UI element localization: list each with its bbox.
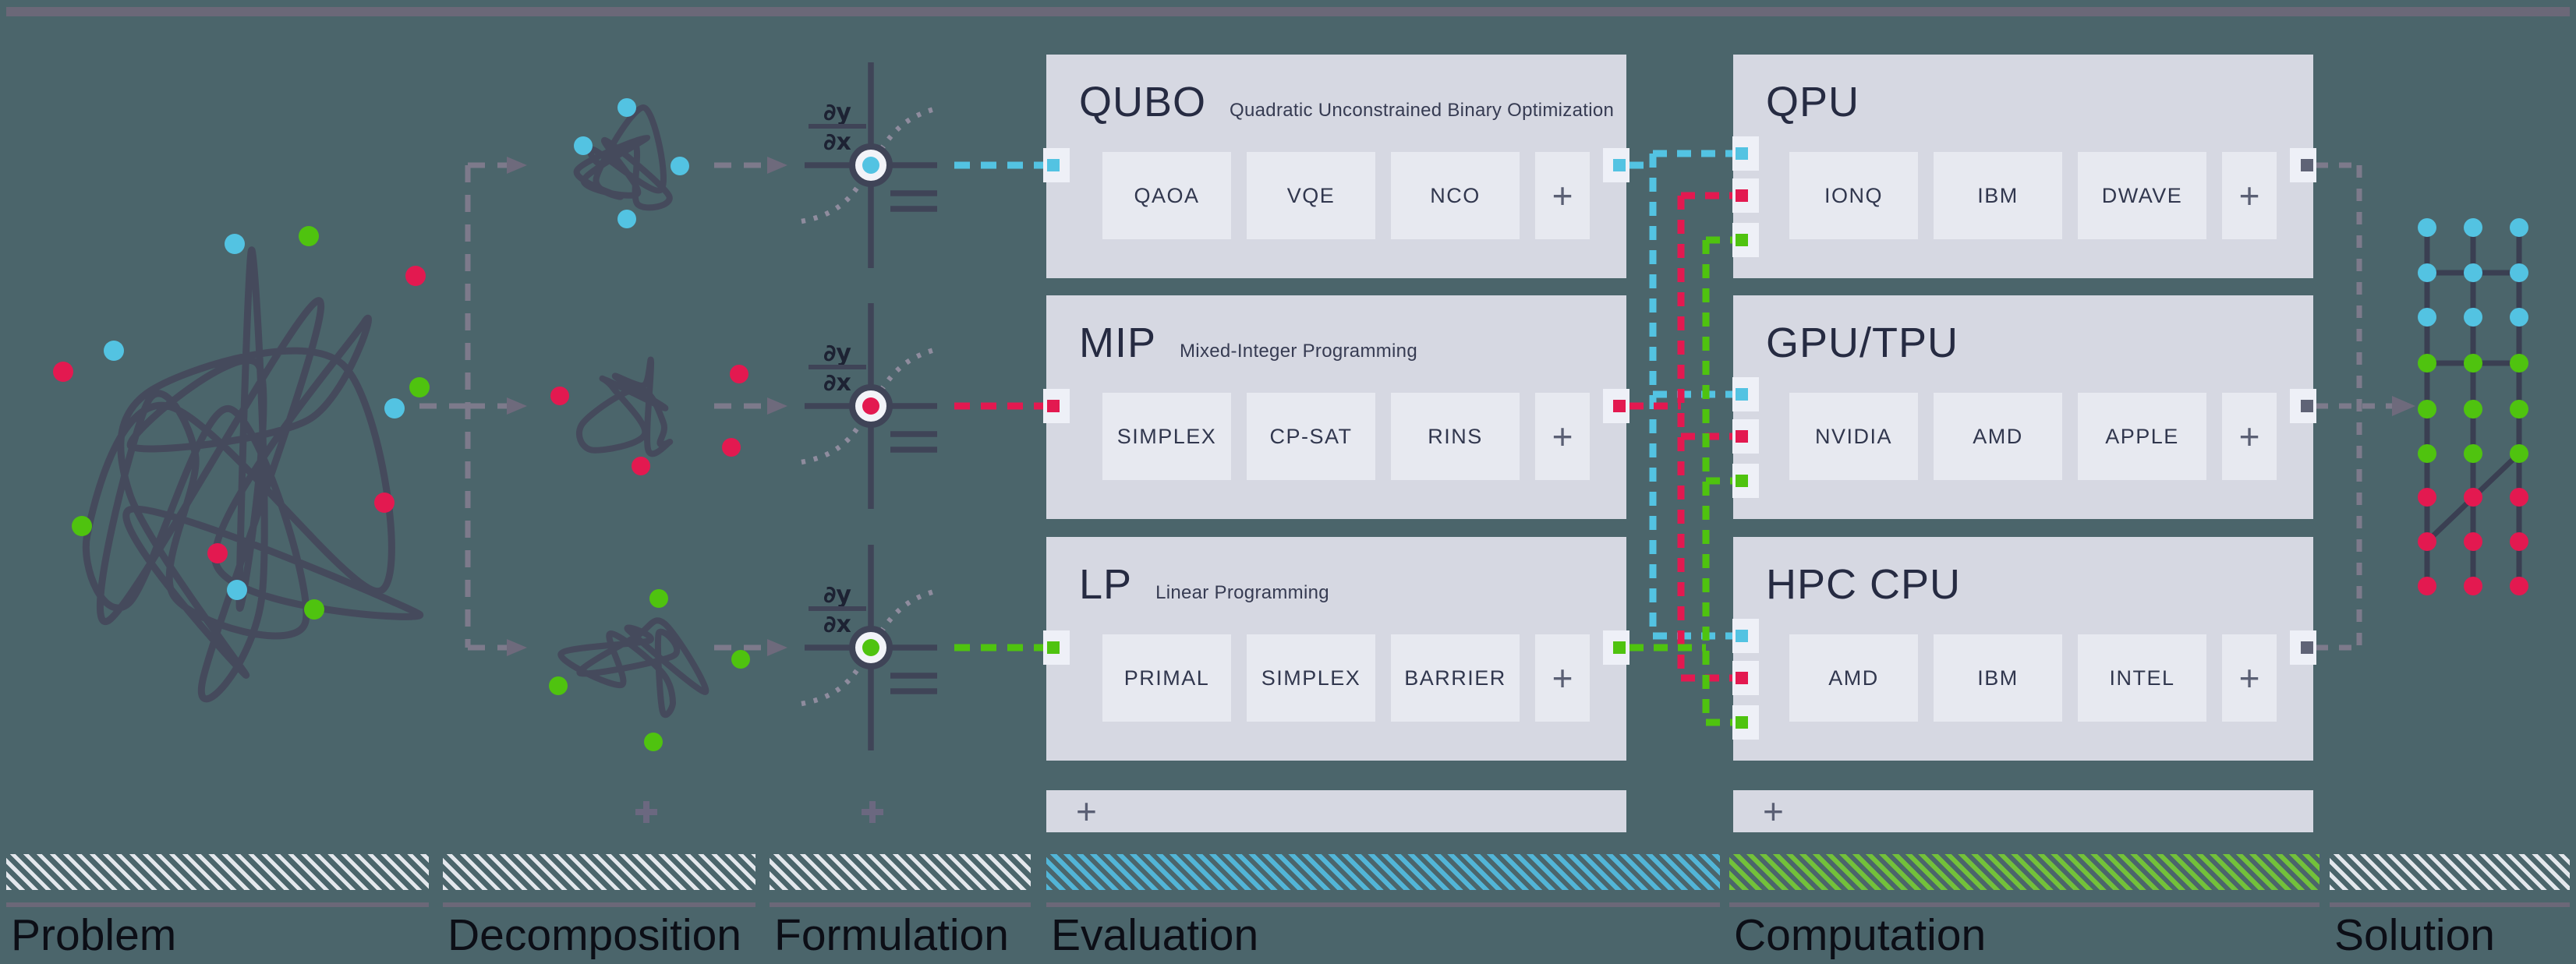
decomposition-tangles: [549, 98, 750, 751]
stage-underline: [443, 902, 755, 907]
panel-title: HPC CPU: [1766, 561, 1962, 608]
add-solver-button[interactable]: +: [2222, 393, 2277, 480]
panel-header: LP Linear Programming: [1079, 560, 1329, 609]
svg-text:∂y: ∂y: [823, 340, 851, 367]
stage-label-problem: Problem: [11, 910, 177, 960]
derivative-icon-green: ∂y∂x: [801, 545, 1043, 750]
panel-qubo: QUBO Quadratic Unconstrained Binary Opti…: [1046, 55, 1626, 278]
stage-bar-computation: [1729, 854, 2319, 890]
panel-subtitle: Linear Programming: [1155, 582, 1329, 603]
button-simplex[interactable]: SIMPLEX: [1102, 393, 1231, 480]
add-solver-button[interactable]: +: [1535, 634, 1590, 722]
panel-header: QPU: [1766, 78, 1859, 126]
top-accent-bar: [6, 7, 2570, 16]
button-cp-sat[interactable]: CP-SAT: [1247, 393, 1375, 480]
button-ibm[interactable]: IBM: [1934, 634, 2062, 722]
button-dwave[interactable]: DWAVE: [2078, 152, 2206, 239]
add-solver-button[interactable]: +: [2222, 152, 2277, 239]
add-solver-button[interactable]: +: [2222, 634, 2277, 722]
add-solver-button[interactable]: +: [1535, 152, 1590, 239]
button-intel[interactable]: INTEL: [2078, 634, 2206, 722]
flow-arrows: [419, 157, 787, 656]
stage-bar-solution: [2330, 854, 2570, 890]
button-nco[interactable]: NCO: [1391, 152, 1520, 239]
button-amd[interactable]: AMD: [1789, 634, 1918, 722]
button-vqe[interactable]: VQE: [1247, 152, 1375, 239]
button-simplex[interactable]: SIMPLEX: [1247, 634, 1375, 722]
button-rins[interactable]: RINS: [1391, 393, 1520, 480]
svg-text:∂x: ∂x: [823, 129, 851, 156]
solver-to-hardware-wires: [1629, 150, 1732, 726]
stage-underline: [2330, 902, 2570, 907]
problem-tangle: [53, 226, 430, 703]
panel-title: LP: [1079, 561, 1133, 608]
button-primal[interactable]: PRIMAL: [1102, 634, 1231, 722]
button-barrier[interactable]: BARRIER: [1391, 634, 1520, 722]
button-amd[interactable]: AMD: [1934, 393, 2062, 480]
plus-icon[interactable]: [635, 801, 657, 823]
stage-label-computation: Computation: [1734, 910, 1987, 960]
stage-underline: [6, 902, 429, 907]
panel-header: MIP Mixed-Integer Programming: [1079, 319, 1417, 367]
panel-title: QUBO: [1079, 79, 1207, 125]
stage-bar-problem: [6, 854, 429, 890]
panel-title: GPU/TPU: [1766, 320, 1959, 366]
panel-header: GPU/TPU: [1766, 319, 1959, 367]
panel-header: HPC CPU: [1766, 560, 1961, 609]
stage-label-formulation: Formulation: [774, 910, 1009, 960]
plus-icon[interactable]: [862, 801, 883, 823]
add-category-bar[interactable]: +: [1733, 790, 2313, 832]
stage-label-solution: Solution: [2334, 910, 2495, 960]
panel-subtitle: Mixed-Integer Programming: [1180, 341, 1417, 362]
stage-underline: [770, 902, 1031, 907]
panel-title: QPU: [1766, 79, 1860, 125]
panel-subtitle: Quadratic Unconstrained Binary Optimizat…: [1230, 100, 1615, 121]
plus-icon: +: [1763, 791, 1784, 832]
button-qaoa[interactable]: QAOA: [1102, 152, 1231, 239]
button-nvidia[interactable]: NVIDIA: [1789, 393, 1918, 480]
add-category-bar[interactable]: +: [1046, 790, 1626, 832]
derivative-icon-red: ∂y∂x: [801, 303, 1043, 509]
stage-bar-decomposition: [443, 854, 755, 890]
button-ibm[interactable]: IBM: [1934, 152, 2062, 239]
hardware-to-solution-wires: [2316, 162, 2415, 651]
panel-header: QUBO Quadratic Unconstrained Binary Opti…: [1079, 78, 1614, 126]
svg-text:∂x: ∂x: [823, 611, 851, 638]
stage-underline: [1046, 902, 1720, 907]
formulation-icons: ∂y∂x∂y∂x∂y∂x: [801, 62, 1043, 750]
button-apple[interactable]: APPLE: [2078, 393, 2206, 480]
add-subproblem-icons: [635, 801, 883, 823]
button-ionq[interactable]: IONQ: [1789, 152, 1918, 239]
add-solver-button[interactable]: +: [1535, 393, 1590, 480]
svg-text:∂x: ∂x: [823, 369, 851, 397]
stage-label-evaluation: Evaluation: [1051, 910, 1259, 960]
stage-bar-evaluation: [1046, 854, 1720, 890]
stage-bar-formulation: [770, 854, 1031, 890]
solution-graph: [2418, 218, 2528, 595]
svg-text:∂y: ∂y: [823, 581, 851, 609]
plus-icon: +: [1076, 791, 1097, 832]
derivative-icon-cyan: ∂y ∂x: [801, 62, 1043, 268]
stage-label-decomposition: Decomposition: [448, 910, 742, 960]
panel-title: MIP: [1079, 320, 1157, 366]
stage-underline: [1729, 902, 2319, 907]
svg-text:∂y: ∂y: [823, 99, 851, 126]
